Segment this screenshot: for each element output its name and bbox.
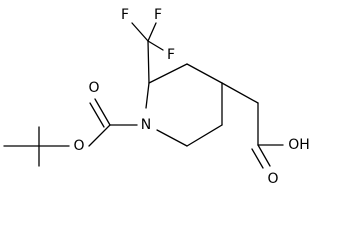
hydroxyl-label: OH	[288, 137, 310, 153]
carbonyl-oxygen-label: O	[88, 80, 99, 96]
bond-acid-double-2	[251, 148, 264, 169]
bond-cf3-f-right	[147, 40, 164, 51]
fluorine-label: F	[121, 7, 129, 23]
bond-n1-c2	[145, 82, 150, 109]
bond-carbonyl-double-2	[89, 102, 105, 128]
bond-carbonyl-double-1	[94, 98, 111, 126]
bond-c2-cf3	[147, 40, 150, 84]
structure-diagram: F F F N O O OH O	[3, 7, 310, 187]
ether-oxygen-label: O	[73, 138, 84, 154]
bond-c6-n1	[156, 129, 188, 147]
acid-carbonyl-oxygen-label: O	[267, 171, 278, 187]
bond-acid-double-1	[257, 144, 271, 167]
nitrogen-label: N	[141, 117, 151, 133]
bond-c2-c3	[148, 63, 188, 84]
bond-c3-c4	[186, 63, 223, 84]
fluorine-label: F	[154, 7, 162, 23]
bond-cf3-f-top-left	[131, 22, 149, 42]
bond-cf3-f-top-right	[147, 22, 157, 42]
bond-c4-ch2	[221, 82, 259, 104]
fluorine-label: F	[167, 47, 175, 63]
bond-carbonyl-c-o-ether	[88, 124, 111, 147]
bond-c5-c6	[186, 124, 223, 147]
